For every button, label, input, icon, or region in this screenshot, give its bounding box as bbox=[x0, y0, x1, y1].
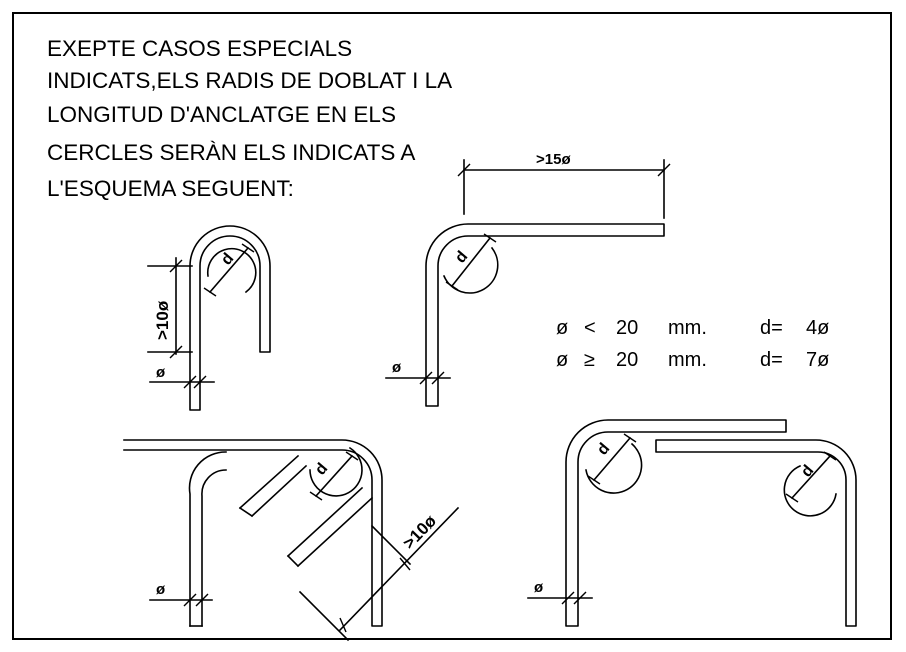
label-phi-fig4: ø bbox=[534, 579, 544, 596]
label-bend-d-fig2: d bbox=[452, 248, 471, 266]
heading-line-1: EXEPTE CASOS ESPECIALS bbox=[47, 36, 352, 61]
heading-line-5: L'ESQUEMA SEGUENT: bbox=[47, 176, 294, 201]
label-phi-fig1: ø bbox=[156, 364, 166, 381]
rule-1-d-value: 4ø bbox=[806, 317, 829, 339]
figure-hook-long bbox=[385, 159, 671, 407]
drawing-frame bbox=[12, 12, 892, 640]
rule-1-op: < bbox=[584, 317, 596, 339]
dimension-labels: >15ø >10ø >10ø d d d d d ø ø ø ø bbox=[153, 151, 817, 598]
rule-row-1: ø < 20 mm. d= 4ø bbox=[556, 317, 829, 339]
label-bend-d-fig4a: d bbox=[594, 440, 613, 458]
figure-stirrup-double bbox=[527, 419, 857, 627]
rule-2-d-label: d= bbox=[760, 349, 783, 371]
label-bend-d-fig3: d bbox=[312, 460, 331, 478]
rule-2-size: 20 bbox=[616, 349, 638, 371]
rule-1-d-label: d= bbox=[760, 317, 783, 339]
label-bend-d-fig1: d bbox=[218, 250, 237, 268]
heading-line-4: CERCLES SERÀN ELS INDICATS A bbox=[47, 140, 415, 165]
figure-hook-short bbox=[147, 225, 271, 411]
rule-1-phi: ø bbox=[556, 317, 568, 339]
label-bend-d-fig4b: d bbox=[798, 462, 817, 480]
label-anchor-short: >10ø bbox=[153, 300, 172, 340]
heading: EXEPTE CASOS ESPECIALS INDICATS,ELS RADI… bbox=[47, 36, 452, 201]
label-phi-fig3: ø bbox=[156, 581, 166, 598]
bend-rules: ø < 20 mm. d= 4ø ø ≥ 20 mm. d= 7ø bbox=[556, 317, 829, 371]
figure-stirrup-combined bbox=[123, 439, 460, 642]
rule-2-d-value: 7ø bbox=[806, 349, 829, 371]
heading-line-2: INDICATS,ELS RADIS DE DOBLAT I LA bbox=[47, 68, 452, 93]
rule-1-unit: mm. bbox=[668, 317, 707, 339]
rule-row-2: ø ≥ 20 mm. d= 7ø bbox=[556, 349, 829, 371]
heading-line-3: LONGITUD D'ANCLATGE EN ELS bbox=[47, 102, 396, 127]
rule-1-size: 20 bbox=[616, 317, 638, 339]
label-anchor-long: >15ø bbox=[536, 151, 571, 168]
rule-2-unit: mm. bbox=[668, 349, 707, 371]
rule-2-phi: ø bbox=[556, 349, 568, 371]
label-phi-fig2: ø bbox=[392, 359, 402, 376]
rule-2-op: ≥ bbox=[584, 349, 595, 371]
